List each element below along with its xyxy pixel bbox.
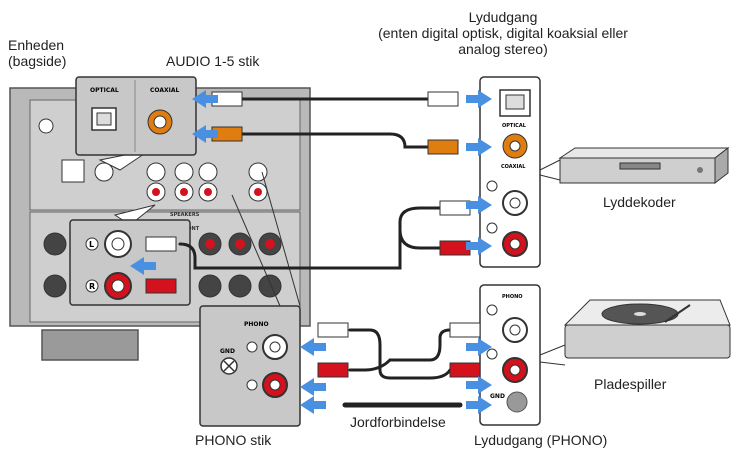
svg-text:PHONO: PHONO [244,321,269,328]
svg-text:OPTICAL: OPTICAL [502,123,527,129]
callout-phono-jacks: PHONO GND [199,171,301,427]
unit-label: Enheden (bagside) [8,37,66,69]
turntable-output-panel: PHONO GND [479,284,566,426]
unit-label-line2: (bagside) [8,53,67,69]
unit-label-line1: Enheden [8,37,65,53]
turntable-device [563,299,731,359]
svg-text:SPEAKERS: SPEAKERS [170,212,200,218]
decoder-device [558,146,730,185]
signal-arrows [130,90,492,414]
svg-text:PHONO: PHONO [502,294,523,300]
svg-text:COAXIAL: COAXIAL [150,87,179,94]
svg-text:GND: GND [220,348,235,355]
decoder-label: Lyddekoder [603,194,676,210]
decoder-output-panel: OPTICAL COAXIAL [479,76,561,268]
output-title-line2: (enten digital optisk, digital koaksial … [378,25,628,41]
ground-label: Jordforbindelse [350,414,446,430]
turntable-label: Pladespiller [594,376,667,392]
svg-text:L: L [89,240,94,249]
output-title-line1: Lydudgang [468,9,538,25]
svg-text:GND: GND [490,393,505,400]
callout-digital-jacks: OPTICAL COAXIAL [75,76,197,171]
phono-jack-label: PHONO stik [195,432,272,448]
svg-text:COAXIAL: COAXIAL [501,164,526,170]
cable-plugs [145,91,481,378]
cables [178,97,463,408]
output-title-line3: analog stereo) [458,41,548,57]
phono-output-label: Lydudgang (PHONO) [474,432,608,448]
svg-text:OPTICAL: OPTICAL [90,87,119,94]
svg-text:R: R [89,282,95,291]
audio-jack-label: AUDIO 1-5 stik [166,53,260,69]
output-title: Lydudgang (enten digital optisk, digital… [338,9,668,57]
